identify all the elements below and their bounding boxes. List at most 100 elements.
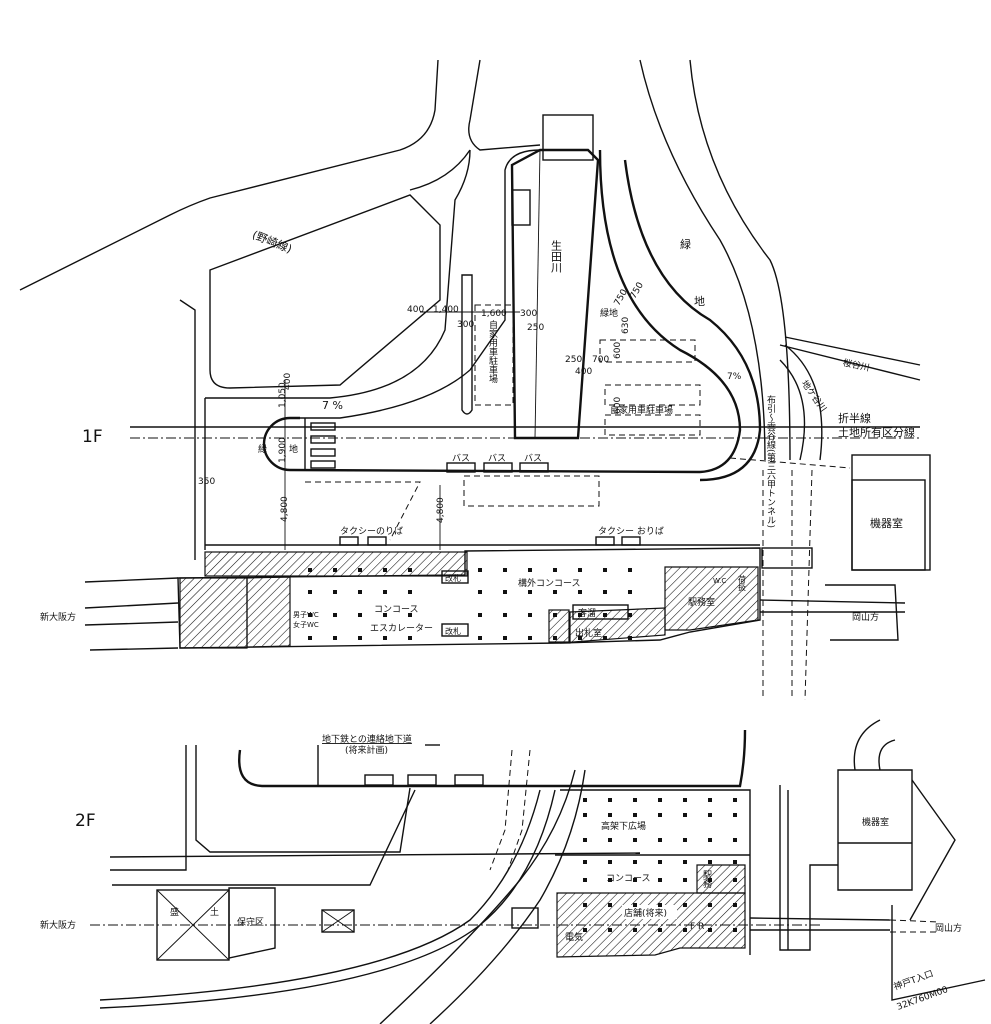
- column-dot: [578, 568, 582, 572]
- escalator-label: エスカレーター: [370, 623, 433, 634]
- column-dot: [583, 813, 587, 817]
- column-dot: [528, 613, 532, 617]
- column-dot: [658, 813, 662, 817]
- column-dot: [708, 813, 712, 817]
- column-dot: [578, 636, 582, 640]
- road-curve: [598, 149, 742, 474]
- column-dot: [503, 613, 507, 617]
- green-label: 地: [694, 295, 705, 308]
- column-dot: [308, 613, 312, 617]
- dimension: 600: [613, 342, 623, 359]
- structure-box: [511, 907, 539, 929]
- gate-box: [441, 623, 469, 637]
- slope-label: 7%: [727, 372, 742, 382]
- river-jigatani: [779, 359, 806, 461]
- dimension: 1,600: [481, 309, 507, 319]
- road-outline: [109, 852, 641, 858]
- parking-area: [604, 384, 701, 406]
- station-office-label: 駅務室: [688, 596, 715, 608]
- column-dot: [633, 798, 637, 802]
- maintenance-box: [228, 887, 276, 959]
- bus-label: バス: [524, 453, 542, 464]
- column-dot: [628, 568, 632, 572]
- column-dot: [308, 590, 312, 594]
- column-dot: [383, 613, 387, 617]
- crosswalk: [310, 422, 336, 469]
- bus-bay: [454, 774, 484, 786]
- column-dot: [358, 636, 362, 640]
- viaduct-curve: [99, 789, 541, 1001]
- column-dot: [608, 903, 612, 907]
- wc-women-label: 女子WC: [293, 620, 319, 629]
- column-dot: [628, 590, 632, 594]
- green-label: 緑地: [600, 307, 618, 319]
- site-outline: [909, 779, 956, 921]
- column-dot: [658, 928, 662, 932]
- column-dot: [503, 636, 507, 640]
- column-dot: [658, 838, 662, 842]
- second-floor-plan: 2F 地下鉄との連絡地下道 (将来計画) 高架下広場 コンコース 店舗(将来) …: [40, 719, 986, 1024]
- column-dot: [603, 613, 607, 617]
- column-dot: [478, 590, 482, 594]
- dimension: 400: [283, 373, 293, 390]
- taxi-dropoff-label: タクシー おりば: [598, 526, 664, 537]
- dimension: 1,400: [433, 305, 459, 315]
- column-dot: [708, 878, 712, 882]
- river-bank: [534, 149, 541, 439]
- column-dot: [628, 613, 632, 617]
- viaduct-curve: [379, 769, 576, 1024]
- column-dot: [733, 878, 737, 882]
- station-service-label: 駅務: [701, 870, 712, 889]
- machine-room-inner: [851, 479, 926, 571]
- subway-link-label: 地下鉄との連絡地下道: [322, 733, 412, 745]
- dimension: 750: [629, 281, 646, 301]
- column-dot: [333, 613, 337, 617]
- concourse-label: コンコース: [374, 605, 419, 615]
- column-dot: [408, 568, 412, 572]
- column-dot: [633, 903, 637, 907]
- column-dot: [383, 590, 387, 594]
- viaduct-curve: [99, 789, 556, 1009]
- column-dot: [383, 568, 387, 572]
- column-dot: [503, 590, 507, 594]
- column-dot: [583, 860, 587, 864]
- column-dot: [683, 903, 687, 907]
- column-dot: [683, 928, 687, 932]
- bus-bay: [483, 462, 513, 473]
- column-dot: [658, 860, 662, 864]
- column-dot: [628, 636, 632, 640]
- ticket-office-label: 出札室: [575, 627, 602, 639]
- column-dot: [708, 798, 712, 802]
- building: [511, 189, 531, 226]
- handling-label: 荷扱: [738, 574, 747, 592]
- road-outline: [195, 745, 411, 853]
- column-dot: [603, 590, 607, 594]
- boundary-line-label: 土地所有区分線: [838, 425, 915, 439]
- direction-left-label-2f: 新大阪方: [40, 919, 76, 931]
- waiting-room-label: 客溜: [578, 607, 596, 619]
- plaza-curve: [238, 729, 747, 788]
- road-outline: [179, 299, 196, 560]
- column-dot: [583, 903, 587, 907]
- hatched-strip: [204, 551, 468, 577]
- bus-bay: [446, 462, 476, 473]
- leader-line: [891, 905, 986, 1001]
- column-dot: [553, 636, 557, 640]
- river-sakuradani: [784, 336, 921, 366]
- column-dot: [408, 613, 412, 617]
- cross-mark: [321, 909, 355, 933]
- column-dot: [708, 903, 712, 907]
- column-dot: [633, 928, 637, 932]
- column-dot: [478, 613, 482, 617]
- bus-label: バス: [488, 453, 506, 464]
- machine-room-label: 機器室: [870, 516, 903, 530]
- bus-loop: [262, 416, 701, 474]
- portal: [761, 547, 813, 569]
- rail-track: [749, 917, 891, 921]
- bridge: [542, 114, 594, 161]
- column-dot: [683, 798, 687, 802]
- column-dot: [708, 860, 712, 864]
- column-dot: [308, 568, 312, 572]
- column-grid: [583, 798, 737, 932]
- hatched-block: [179, 577, 248, 649]
